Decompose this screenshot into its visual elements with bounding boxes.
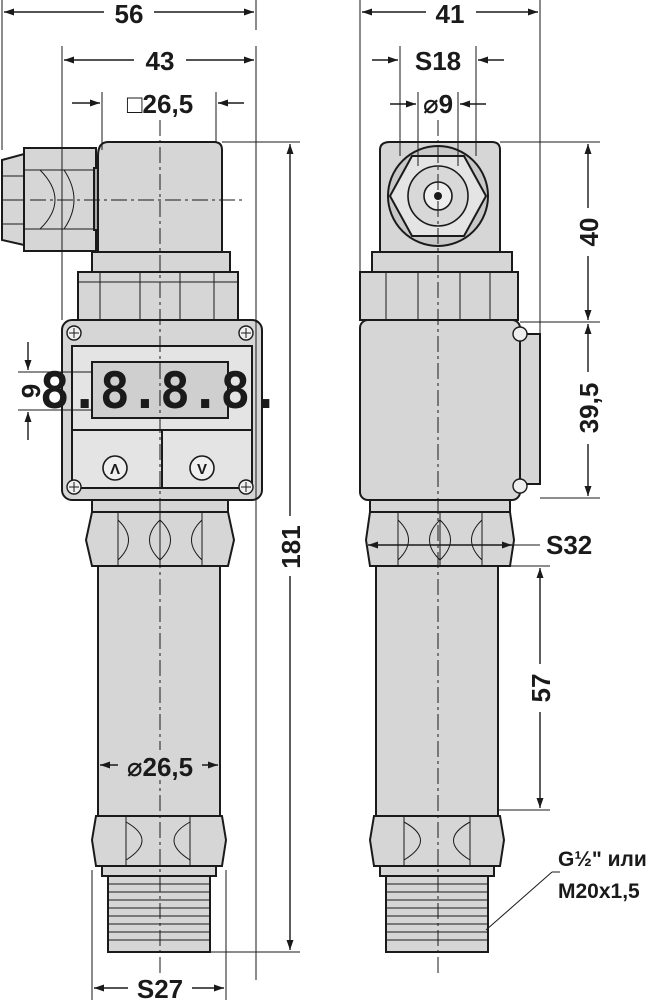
front-view: 8.8.8.8. Λ V <box>1 120 280 975</box>
screw-icon <box>66 325 254 495</box>
side-button-cover <box>512 326 541 494</box>
sensor-tube-side <box>375 565 499 817</box>
dim-S32: S32 <box>368 530 592 560</box>
dim-181: 181 <box>210 141 306 953</box>
coupling-nut-side <box>359 271 519 321</box>
dim-S18: S18 <box>372 46 504 156</box>
dim-cable-diameter: ⌀9 <box>390 89 486 166</box>
hex-nut-upper-side <box>364 499 516 567</box>
dim-S27: S27 <box>91 870 227 1004</box>
dim-tube-diameter: ⌀26,5 <box>100 750 218 782</box>
hex-nut-lower-side <box>368 815 506 867</box>
svg-text:56: 56 <box>115 0 144 29</box>
svg-text:39,5: 39,5 <box>574 383 604 434</box>
dim-41: 41 <box>359 0 541 334</box>
svg-text:⌀26,5: ⌀26,5 <box>127 752 193 782</box>
svg-text:□26,5: □26,5 <box>127 89 193 119</box>
dim-57: 57 <box>498 565 556 811</box>
up-button-label: Λ <box>110 461 120 478</box>
svg-text:40: 40 <box>574 218 604 247</box>
svg-text:⌀9: ⌀9 <box>423 89 453 119</box>
thread-fitting-side <box>379 865 495 953</box>
svg-text:S27: S27 <box>137 974 183 1001</box>
svg-text:9: 9 <box>16 384 46 398</box>
coupling-nut <box>77 271 239 321</box>
down-button-label: V <box>197 461 207 478</box>
dim-39-5: 39,5 <box>540 324 604 499</box>
svg-text:S32: S32 <box>546 530 592 560</box>
svg-text:41: 41 <box>436 0 465 29</box>
dim-40: 40 <box>500 141 604 323</box>
svg-text:43: 43 <box>146 46 175 76</box>
thread-fitting <box>101 865 217 953</box>
thread-note-line1: G½" или <box>558 848 647 871</box>
thread-note-line2: M20x1,5 <box>558 880 640 903</box>
svg-text:S18: S18 <box>415 46 461 76</box>
dim-43: 43 <box>61 46 257 980</box>
down-button[interactable]: V <box>189 455 215 481</box>
side-view <box>359 120 541 975</box>
housing-side <box>359 319 521 501</box>
dim-connector-square: □26,5 <box>72 89 244 150</box>
svg-text:181: 181 <box>276 525 306 568</box>
dim-9-display: 9 <box>16 342 92 440</box>
dim-56: 56 <box>1 0 257 150</box>
hex-nut-lower <box>90 815 228 867</box>
display-housing: 8.8.8.8. Λ V <box>40 319 280 501</box>
up-button[interactable]: Λ <box>102 455 128 481</box>
thread-note: G½" или M20x1,5 <box>485 848 647 931</box>
svg-text:57: 57 <box>526 674 556 703</box>
